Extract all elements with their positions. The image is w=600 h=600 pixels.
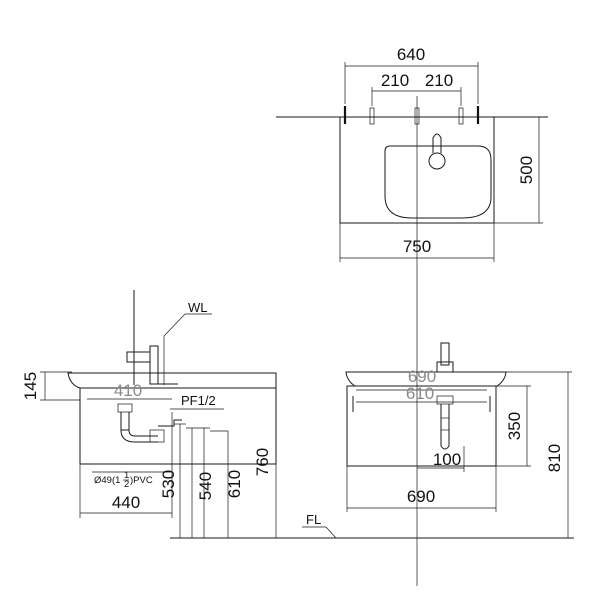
dim-540-label: 540	[196, 472, 215, 500]
dim-690-top-label: 690	[408, 367, 436, 386]
side-view: WL 410 PF1/2 145 Ø49(1 1 2	[21, 290, 277, 538]
dim-440-label: 440	[112, 493, 140, 512]
dim-500-label: 500	[517, 156, 536, 184]
dim-145-label: 145	[21, 372, 40, 400]
trap-icon	[120, 429, 158, 443]
pipe-label-denominator: 2	[124, 479, 129, 490]
dim-530-label: 530	[159, 470, 178, 498]
faucet-side-icon	[126, 351, 151, 363]
pipe-label-suffix: )PVC	[130, 475, 153, 486]
dim-640-label: 640	[397, 45, 425, 64]
pipe-label-prefix: Ø49(1	[94, 475, 120, 486]
dim-760-label: 760	[253, 448, 272, 476]
cabinet-front	[346, 385, 497, 467]
cabinet-side	[79, 387, 277, 465]
drain-pipe	[120, 412, 130, 431]
bowl-outline	[384, 145, 492, 219]
dim-690-bottom-label: 690	[407, 487, 435, 506]
pipe-label-numerator: 1	[124, 470, 129, 481]
front-view: 690 610 100 690 350 810	[345, 342, 572, 538]
faucet-body-icon	[149, 345, 159, 385]
trap-nut-icon	[149, 429, 165, 443]
drain-icon	[436, 395, 454, 405]
dim-210-right-label: 210	[425, 71, 453, 90]
dim-610-label: 610	[406, 384, 434, 403]
anchor-icon	[458, 107, 464, 125]
top-view: 640 210 210 500 750	[276, 45, 548, 262]
anchor-icon	[369, 107, 375, 125]
faucet-spout-icon	[432, 133, 442, 153]
drain-pipe-front	[440, 404, 450, 450]
dim-610-label: 610	[225, 470, 244, 498]
drain-icon	[117, 403, 133, 413]
dim-410-label: 410	[114, 381, 142, 400]
dim-350-label: 350	[505, 412, 524, 440]
leader-line	[163, 313, 186, 337]
trap-pipe	[158, 419, 182, 427]
dim-100-label: 100	[433, 450, 461, 469]
pipe-label: Ø49(1 1 2 )PVC	[94, 470, 153, 490]
faucet-base-icon	[436, 361, 454, 373]
pf-label: PF1/2	[181, 393, 216, 408]
basin-side-outline	[67, 372, 277, 389]
fl-label: FL	[306, 512, 321, 527]
wl-label: WL	[188, 300, 208, 315]
faucet-front-icon	[440, 342, 450, 366]
faucet-base-icon	[428, 152, 446, 170]
leader-line	[325, 526, 337, 539]
dim-210-left-label: 210	[381, 71, 409, 90]
dim-810-label: 810	[545, 444, 564, 472]
